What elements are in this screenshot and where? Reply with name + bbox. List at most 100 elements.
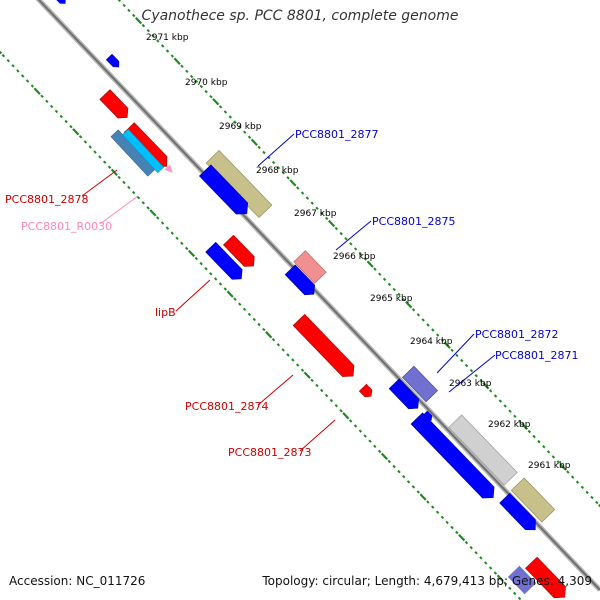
tick-mark [520,422,528,431]
tick-mark [392,287,396,292]
tick-mark [286,353,290,357]
gene-arrow-top[interactable] [105,53,121,70]
tick-mark [170,231,174,235]
tick-mark [551,455,556,459]
tick-mark [303,371,311,379]
gene-arrow-blue-2877[interactable] [198,164,252,219]
tick-mark [276,343,281,347]
gene-label-r0030[interactable]: PCC8801_R0030 [21,220,112,233]
tick-mark [570,475,575,479]
tick-mark [107,165,112,169]
tick-mark [455,530,459,535]
gene-arrow-red-lipb[interactable] [223,234,258,271]
tick-mark [512,591,517,596]
tick-mark [175,236,179,240]
gene-label-2877[interactable]: PCC8801_2877 [295,128,378,141]
tick-mark [69,125,73,129]
gene-label-2875[interactable]: PCC8801_2875 [372,215,455,228]
tick-mark [493,571,498,575]
tick-mark [479,556,483,560]
gene-arrow-blue-lipb[interactable] [205,241,247,283]
tick-mark [218,282,223,286]
tick-mark [289,179,297,187]
gene-label-2873[interactable]: PCC8801_2873 [228,446,311,459]
gene-label-2878[interactable]: PCC8801_2878 [5,193,88,206]
tick-mark [146,206,150,210]
tick-mark [173,57,181,65]
tick-mark [295,363,300,367]
tick-mark [286,176,290,180]
genome-summary-text: Topology: circular; Length: 4,679,413 bp… [262,574,592,588]
tick-mark [426,500,430,504]
tick-mark [368,439,372,443]
tick-mark [189,74,194,79]
gene-bar-olive-2[interactable] [510,477,556,523]
gene-arrow-blue-2875[interactable] [284,264,319,299]
rna-feature-r0030[interactable] [164,164,175,175]
tick-mark [334,404,338,408]
tick-mark [348,419,353,423]
kbp-label: 2967 kbp [294,209,337,219]
gene-arrow-red-bottom[interactable] [525,556,571,600]
tick-mark [0,50,3,55]
tick-mark [49,104,54,109]
gene-bar-cyan[interactable] [121,128,165,174]
tick-mark [310,201,314,205]
tick-mark [575,480,580,484]
tick-mark [247,312,252,317]
gene-arrow-blue-long[interactable] [410,412,499,503]
gene-arrow-blue-3[interactable] [499,492,541,534]
tick-mark [450,348,454,353]
tick-mark [135,16,143,25]
tick-mark [204,266,208,271]
tick-mark [397,469,401,474]
gene-arrow-red-1[interactable] [99,89,132,123]
tick-mark [474,551,478,555]
tick-mark [503,404,507,408]
tick-mark [194,256,199,261]
tick-mark [517,419,522,424]
gene-arrow-2873[interactable] [358,383,375,400]
tick-mark [199,261,203,266]
tick-mark [342,412,350,420]
kbp-label: 2963 kbp [449,379,492,389]
tick-mark [353,424,358,428]
gene-bar-purple-bottom[interactable] [507,565,537,595]
tick-mark [33,87,41,95]
gene-arrow-blue-2872[interactable] [388,378,423,413]
tick-mark [45,99,49,103]
gene-label-lipb[interactable]: lipB [155,306,176,319]
tick-mark [281,171,286,175]
tick-mark [252,317,256,322]
tick-mark [585,490,589,495]
tick-mark [149,209,157,217]
tick-mark [300,368,305,372]
tick-mark [416,490,420,494]
tick-mark [363,434,367,438]
gene-bar-2872[interactable] [402,365,438,403]
tick-mark [265,331,273,339]
gene-arrow-topmost[interactable] [51,0,69,7]
tick-mark [419,493,427,501]
tick-mark [30,84,35,88]
tick-mark [566,470,570,474]
gene-label-2872[interactable]: PCC8801_2872 [475,328,558,341]
gene-bar-grey[interactable] [448,414,518,486]
gene-bar-2875[interactable] [293,250,327,284]
tick-mark [532,434,536,439]
tick-mark [146,29,150,33]
tick-mark [559,463,567,471]
tick-mark [64,119,68,124]
tick-mark [324,393,329,398]
tick-mark [117,0,122,3]
tick-mark [426,323,430,327]
gene-label-2871[interactable]: PCC8801_2871 [495,349,578,362]
tick-mark [397,292,401,297]
tick-mark [349,242,353,246]
gene-arrow-2874[interactable] [292,313,359,381]
gene-label-2874[interactable]: PCC8801_2874 [185,400,268,413]
tick-mark [479,379,483,383]
